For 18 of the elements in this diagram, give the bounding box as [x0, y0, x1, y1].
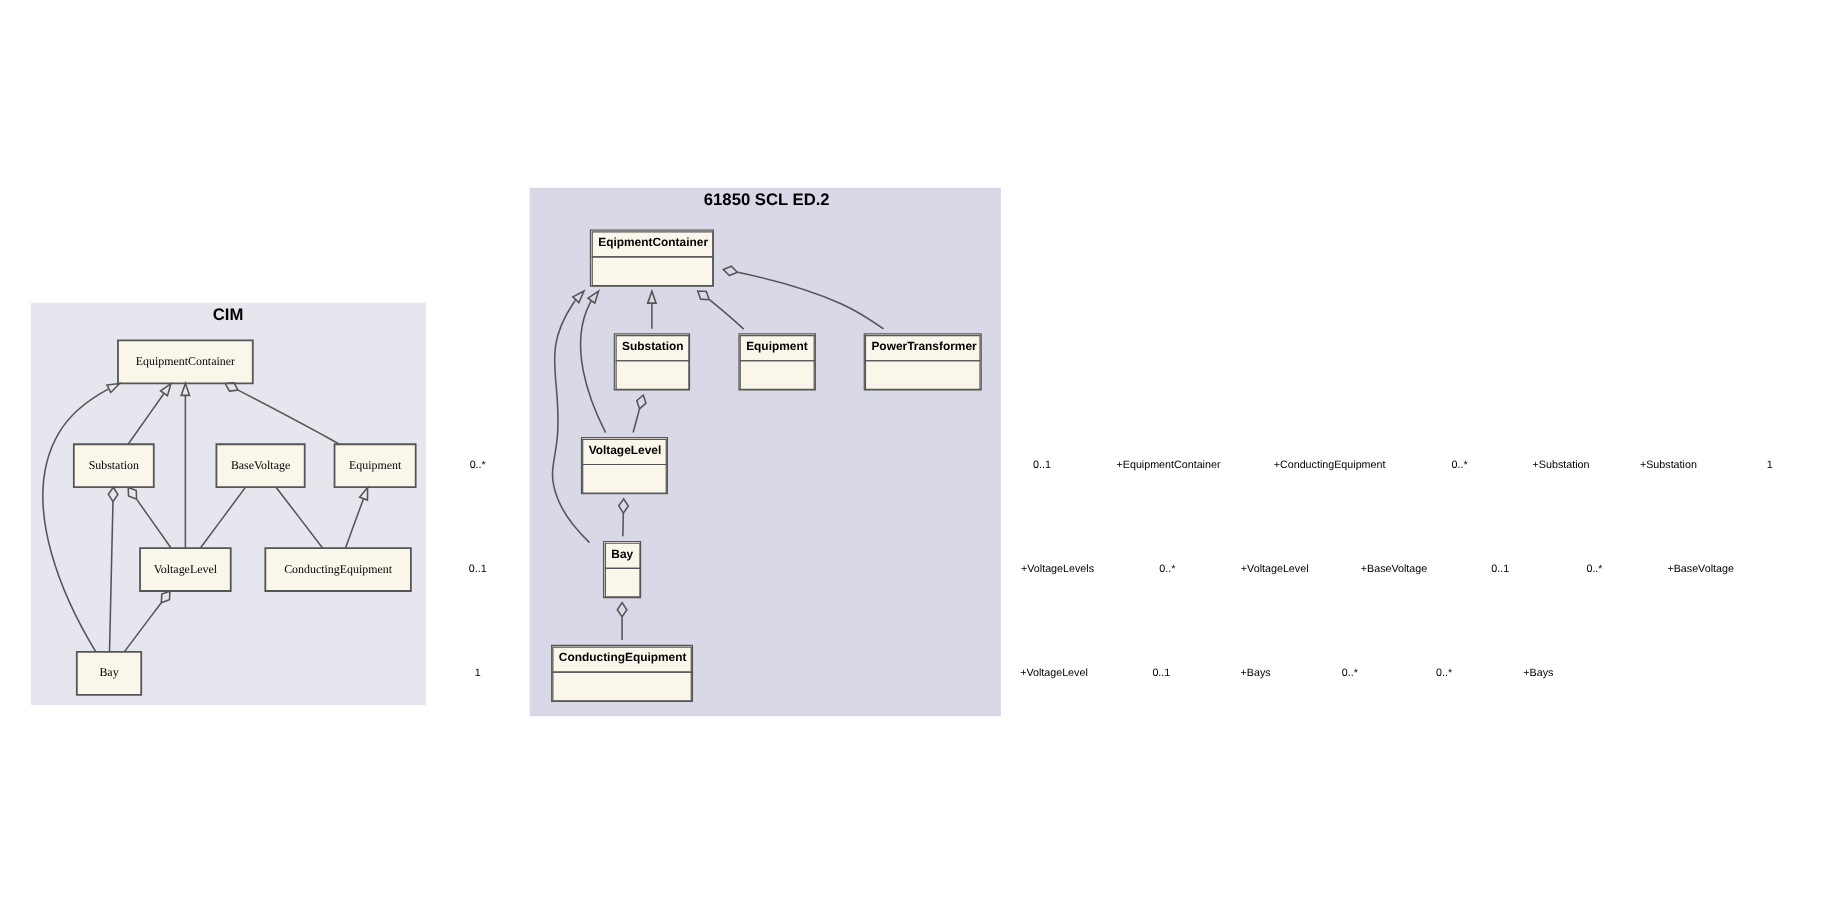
- connector: [123, 590, 171, 653]
- arrow: [180, 381, 191, 549]
- connector: [275, 486, 324, 549]
- connector: [199, 486, 247, 549]
- arrow: [344, 485, 369, 549]
- arrow: [646, 288, 658, 330]
- connector: [696, 290, 745, 330]
- connector: [632, 393, 647, 434]
- connector: [127, 486, 172, 549]
- connector: [616, 601, 628, 641]
- arrow: [551, 289, 591, 544]
- connector: [721, 265, 885, 330]
- connector: [617, 497, 630, 538]
- arrow: [42, 382, 122, 653]
- arrow: [579, 289, 607, 434]
- connector: [107, 485, 119, 653]
- connector: [224, 381, 341, 445]
- arrow: [127, 381, 173, 445]
